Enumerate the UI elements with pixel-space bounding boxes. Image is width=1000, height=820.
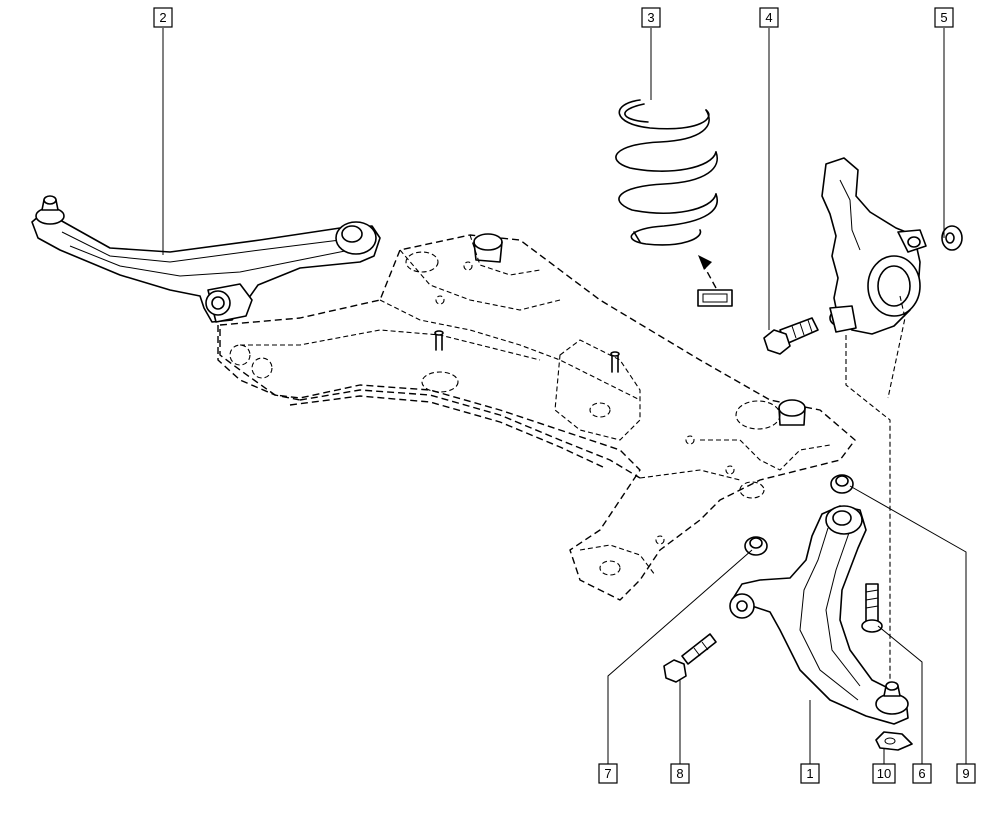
- coil-spring: [615, 99, 718, 246]
- callout-9-label: 9: [962, 766, 969, 781]
- callout-4-label: 4: [765, 10, 772, 25]
- callout-10-label: 10: [877, 766, 891, 781]
- front-bush-nut: [830, 474, 854, 494]
- steering-knuckle: [821, 157, 927, 335]
- front-subframe: [217, 233, 856, 601]
- callout-10: 10: [872, 763, 896, 784]
- leader-lines: [162, 28, 967, 764]
- orientation-arrow: [697, 255, 733, 307]
- callout-8-label: 8: [676, 766, 683, 781]
- lower-wishbone-arm: [729, 505, 909, 725]
- callout-6: 6: [912, 763, 932, 784]
- callout-9: 9: [956, 763, 976, 784]
- rear-wishbone-arm: [31, 195, 381, 323]
- callout-4: 4: [759, 7, 779, 28]
- callout-2-label: 2: [159, 10, 166, 25]
- callout-3-label: 3: [647, 10, 654, 25]
- callout-1-label: 1: [806, 766, 813, 781]
- callout-5-label: 5: [940, 10, 947, 25]
- callout-2: 2: [153, 7, 173, 28]
- vertical-bolt: [861, 583, 883, 633]
- ball-joint-shield: [875, 731, 913, 751]
- callout-5: 5: [934, 7, 954, 28]
- knuckle-bolt: [763, 317, 819, 355]
- rear-bolt: [663, 633, 717, 683]
- callout-3: 3: [641, 7, 661, 28]
- callout-7: 7: [598, 763, 618, 784]
- knuckle-nut: [941, 225, 963, 251]
- alignment-line: [845, 335, 891, 690]
- callout-6-label: 6: [918, 766, 925, 781]
- callout-1: 1: [800, 763, 820, 784]
- callout-7-label: 7: [604, 766, 611, 781]
- rear-bush-nut: [744, 536, 768, 556]
- callout-8: 8: [670, 763, 690, 784]
